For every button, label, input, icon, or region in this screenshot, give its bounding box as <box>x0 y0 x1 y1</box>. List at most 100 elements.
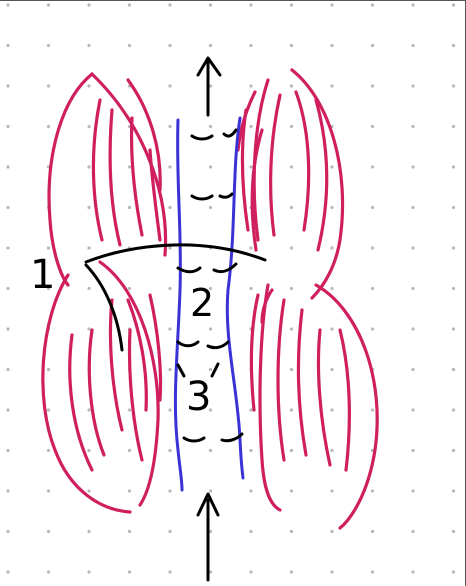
grid-dot <box>249 489 253 493</box>
grid-dot <box>411 3 415 7</box>
grid-dot <box>370 408 375 412</box>
grid-dot <box>168 124 172 129</box>
upper-right-fiber-4 <box>314 98 329 252</box>
upper-left-outer-fiber <box>47 72 94 287</box>
grid-dot <box>46 3 51 7</box>
grid-dot <box>451 165 456 169</box>
tick-mark <box>206 340 230 350</box>
grid-dot <box>6 570 10 574</box>
lower-right-fiber-2 <box>276 298 286 462</box>
label-one-pointer <box>84 263 124 352</box>
grid-dot <box>249 408 253 412</box>
grid-dot <box>249 570 253 574</box>
grid-dot <box>289 448 294 453</box>
grid-dot <box>87 327 91 331</box>
grid-dot <box>168 165 172 169</box>
grid-dot <box>289 570 294 574</box>
grid-dot <box>370 124 375 129</box>
grid-dot <box>330 327 334 331</box>
grid-dot <box>289 124 294 129</box>
grid-dot <box>46 124 51 129</box>
grid-dot <box>451 489 456 493</box>
upper-left-fiber-1 <box>91 98 104 242</box>
upper-left-fiber-3 <box>126 78 162 192</box>
black-strokes <box>84 56 267 582</box>
grid-dot <box>208 165 213 169</box>
grid-dot <box>451 570 456 574</box>
label-one: 1 <box>30 252 55 298</box>
grid-dot <box>411 448 415 453</box>
grid-dot <box>249 529 253 534</box>
upper-right-fiber-5 <box>250 128 264 252</box>
tick-mark <box>176 340 200 348</box>
grid-dot <box>249 3 253 7</box>
grid-dot <box>208 489 213 493</box>
grid-dot <box>411 570 415 574</box>
grid-dot <box>127 448 132 453</box>
tick-mark <box>222 128 238 138</box>
grid-dot <box>370 43 375 48</box>
grid-dot <box>451 408 456 412</box>
grid-dot <box>289 3 294 7</box>
lower-right-fiber-4 <box>316 328 332 467</box>
grid-dot <box>87 165 91 169</box>
grid-dot <box>330 489 334 493</box>
grid-dot <box>249 246 253 250</box>
grid-dot <box>127 165 132 169</box>
grid-dot <box>87 570 91 574</box>
grid-dot <box>289 43 294 48</box>
tick-mark <box>190 194 214 201</box>
grid-dot <box>370 3 375 7</box>
grid-dot <box>168 84 172 88</box>
grid-dot <box>451 327 456 331</box>
grid-dot <box>87 286 91 291</box>
grid-dot <box>289 367 294 372</box>
grid-dot <box>6 448 10 453</box>
grid-dot <box>46 408 51 412</box>
lower-left-fiber-4 <box>126 298 148 412</box>
grid-dot <box>127 286 132 291</box>
grid-dot <box>411 489 415 493</box>
grid-dot <box>46 489 51 493</box>
grid-dot <box>370 246 375 250</box>
grid-dot <box>451 205 456 210</box>
grid-dot <box>87 246 91 250</box>
grid-dot <box>87 124 91 129</box>
grid-dot <box>451 3 456 7</box>
grid-dot <box>208 286 213 291</box>
magenta-strokes <box>41 68 379 530</box>
grid-dot <box>168 43 172 48</box>
tick-mark <box>176 266 202 274</box>
grid-dot <box>451 124 456 129</box>
grid-dot <box>46 367 51 372</box>
grid-dot <box>46 570 51 574</box>
grid-dot <box>370 529 375 534</box>
grid-dot <box>6 205 10 210</box>
label-two: 2 <box>190 281 214 325</box>
lower-right-fiber-5 <box>338 328 351 472</box>
blue-strokes <box>173 116 245 492</box>
grid-dot <box>451 529 456 534</box>
grid-dot <box>370 165 375 169</box>
grid-dot <box>330 84 334 88</box>
grid-dot <box>289 529 294 534</box>
grid-dot <box>6 408 10 412</box>
upper-left-fiber-2 <box>108 108 122 247</box>
grid-dot <box>6 489 10 493</box>
grid-dot <box>330 367 334 372</box>
lower-left-arch-fiber <box>98 260 160 507</box>
upper-right-fiber-3 <box>294 90 311 232</box>
grid-dot <box>289 84 294 88</box>
arrow-up-bottom-head <box>196 492 220 517</box>
grid-dot <box>6 529 10 534</box>
grid-dot <box>370 84 375 88</box>
lower-left-fiber-2 <box>87 328 106 457</box>
grid-dot <box>6 84 10 88</box>
tick-mark <box>218 192 234 199</box>
grid-dot <box>87 448 91 453</box>
upper-right-fiber-7 <box>236 90 257 152</box>
tick-mark <box>212 262 238 274</box>
grid-dot <box>411 529 415 534</box>
lower-right-fiber-6 <box>249 293 260 412</box>
grid-dot <box>46 529 51 534</box>
